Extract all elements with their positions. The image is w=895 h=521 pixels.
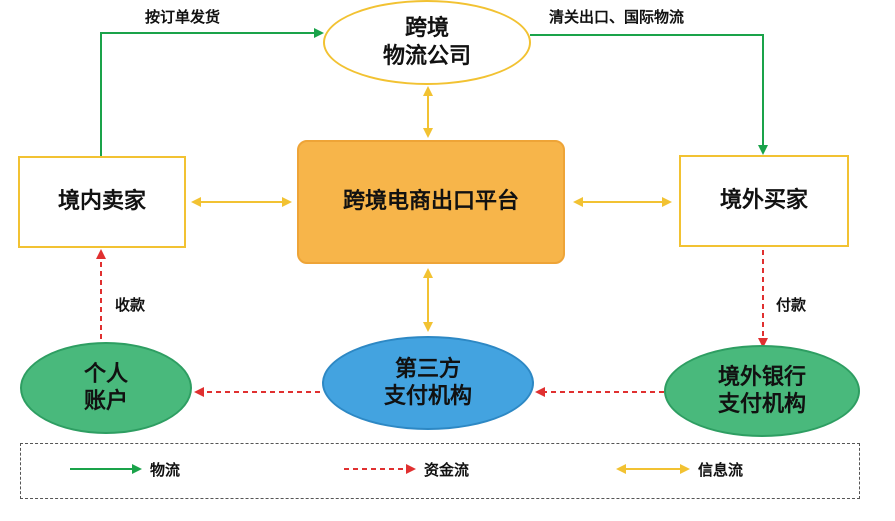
legend-info-label: 信息流 — [698, 461, 744, 479]
third-party-payment-node: 第三方 支付机构 — [322, 336, 534, 430]
label-make-payment: 付款 — [776, 296, 807, 314]
logistics-arrow-seller-to-company — [100, 28, 324, 157]
logistics-arrow-company-to-buyer — [530, 34, 768, 155]
personal-account-node: 个人 账户 — [20, 342, 192, 434]
legend-logistics-label: 物流 — [150, 461, 181, 479]
label-ship-by-order: 按订单发货 — [145, 8, 221, 26]
label-collect-payment: 收款 — [115, 296, 146, 314]
label-customs-clearance: 清关出口、国际物流 — [549, 8, 685, 26]
domestic-seller-node: 境内卖家 — [18, 156, 186, 248]
legend-capital-label: 资金流 — [424, 461, 470, 479]
export-platform-node: 跨境电商出口平台 — [297, 140, 565, 264]
overseas-bank-node: 境外银行 支付机构 — [664, 345, 860, 437]
logistics-company-node: 跨境 物流公司 — [323, 0, 531, 85]
legend — [20, 443, 860, 499]
overseas-buyer-node: 境外买家 — [679, 155, 849, 247]
